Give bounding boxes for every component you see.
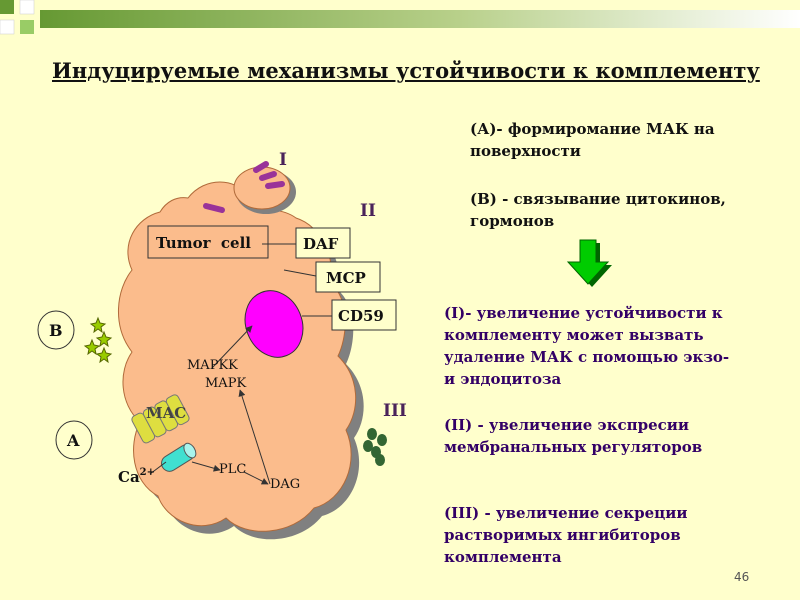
note-ii-line-2: мембранальных регуляторов <box>444 438 703 456</box>
dag-label: DAG <box>270 477 300 492</box>
note-iii: (III) - увеличение секреции растворимых … <box>444 502 687 568</box>
inhibitor-spot <box>367 428 377 440</box>
page-number: 46 <box>734 570 750 584</box>
header-square-3 <box>0 19 15 35</box>
mcp-leader-line <box>283 269 317 277</box>
cytokine-stars <box>83 316 113 364</box>
marker-b-label: B <box>49 321 63 340</box>
roman-ii-label: II <box>360 201 376 221</box>
ca-to-plc-arrow <box>191 461 221 472</box>
secreted-inhibitor-spots <box>363 428 387 466</box>
note-i-line-2: комплементу может вызвать <box>444 326 704 344</box>
ca-label: Ca2+ <box>118 467 155 486</box>
ca-channel <box>161 442 197 472</box>
cytokine-star <box>95 346 113 364</box>
mapk-label: MAPK <box>205 376 246 391</box>
note-iii-line-2: растворимых ингибиторов <box>444 526 681 544</box>
note-a: (А)- формиромание МАК на поверхности <box>470 118 715 162</box>
roman-i-label: I <box>279 150 287 170</box>
daf-label-box <box>295 227 351 259</box>
mac-molecule <box>259 171 277 181</box>
header-square-2 <box>19 0 35 15</box>
mac-molecule <box>203 203 225 213</box>
roman-iii-label: III <box>383 401 407 421</box>
mac-label: MAC <box>146 404 186 422</box>
cytokine-star <box>83 338 101 356</box>
mac-molecule <box>253 161 269 173</box>
plc-to-dag-arrow <box>243 471 269 485</box>
note-i-line-1: (I)- увеличение устойчивости к <box>444 304 723 322</box>
cytokine-star <box>89 316 107 334</box>
down-arrow-icon <box>566 239 610 285</box>
daf-label: DAF <box>303 235 339 253</box>
mac-molecule <box>265 181 285 189</box>
mapkk-arrow <box>211 325 253 369</box>
ca-text: Ca <box>118 468 140 486</box>
note-i-line-3: удаление МАК с помощью экзо- <box>444 348 730 366</box>
note-a-line-2: поверхности <box>470 142 581 160</box>
cd59-label: CD59 <box>338 307 384 325</box>
cd59-label-box <box>331 299 397 331</box>
tumor-cell-label: Tumor cell <box>156 234 251 252</box>
note-a-line-1: (А)- формиромание МАК на <box>470 120 715 138</box>
dag-to-mapk-arrow <box>238 389 271 485</box>
mcp-label-box <box>315 261 381 293</box>
header-square-1 <box>0 0 14 14</box>
note-b: (В) - связывание цитокинов, гормонов <box>470 188 726 232</box>
note-i: (I)- увеличение устойчивости к комплемен… <box>444 302 729 390</box>
vesicle-mac-molecules <box>203 161 285 213</box>
note-ii: (II) - увеличение экспресии мембранальны… <box>444 414 702 458</box>
green-down-arrow <box>566 239 612 287</box>
note-i-line-4: и эндоцитоза <box>444 370 562 388</box>
note-b-line-2: гормонов <box>470 212 555 230</box>
ca-superscript: 2+ <box>140 467 155 478</box>
mcp-label: MCP <box>326 269 366 287</box>
cytokine-star <box>95 330 113 348</box>
header-gradient-bar <box>40 10 800 28</box>
plc-label: PLC <box>219 462 246 477</box>
budding-vesicle <box>233 166 291 210</box>
inhibitor-spot <box>363 440 373 452</box>
inhibitor-spot <box>377 434 387 446</box>
marker-a-circle <box>55 420 93 460</box>
mac-channel <box>131 394 190 444</box>
note-ii-line-1: (II) - увеличение экспресии <box>444 416 690 434</box>
note-iii-line-3: комплемента <box>444 548 562 566</box>
tumor-cell-label-box <box>147 225 269 259</box>
header-square-4 <box>20 20 34 34</box>
note-iii-line-1: (III) - увеличение секреции <box>444 504 688 522</box>
ca-entry-line <box>149 461 167 475</box>
cd59-internalized-blob <box>244 290 304 358</box>
note-b-line-1: (В) - связывание цитокинов, <box>470 190 726 208</box>
marker-b-circle <box>37 310 75 350</box>
mapkk-label: MAPKK <box>187 358 238 373</box>
slide-title: Индуцируемые механизмы устойчивости к ко… <box>52 58 760 83</box>
inhibitor-spot <box>375 454 385 466</box>
header-decoration <box>0 0 800 40</box>
marker-a-label: A <box>66 431 80 450</box>
